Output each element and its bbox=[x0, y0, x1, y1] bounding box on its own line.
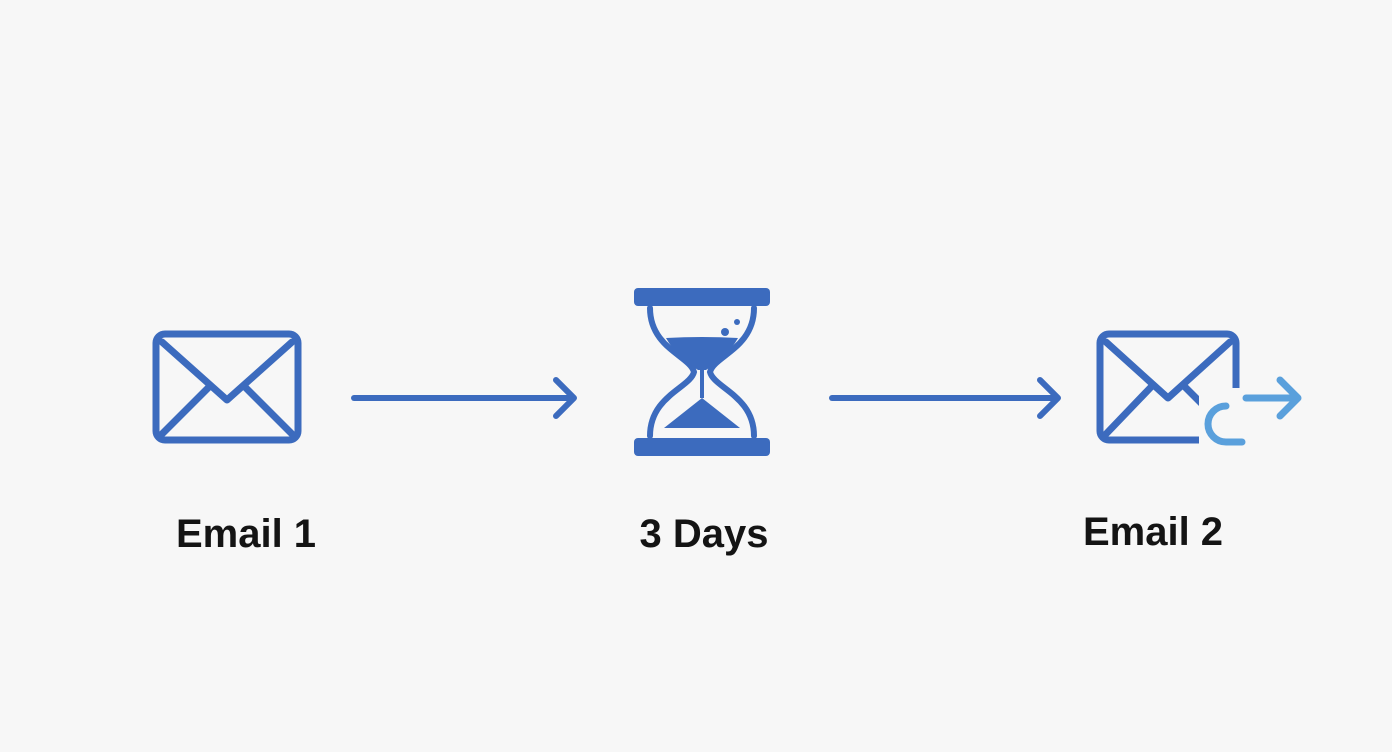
envelope-forward-icon bbox=[1096, 330, 1306, 450]
hourglass-icon bbox=[632, 286, 772, 460]
step-label-email-2: Email 2 bbox=[1082, 510, 1224, 554]
envelope-icon bbox=[152, 330, 302, 444]
arrow-right-icon bbox=[350, 373, 582, 423]
step-label-email-1: Email 1 bbox=[175, 512, 317, 556]
step-label-wait: 3 Days bbox=[639, 512, 769, 556]
arrow-right-icon bbox=[828, 373, 1066, 423]
